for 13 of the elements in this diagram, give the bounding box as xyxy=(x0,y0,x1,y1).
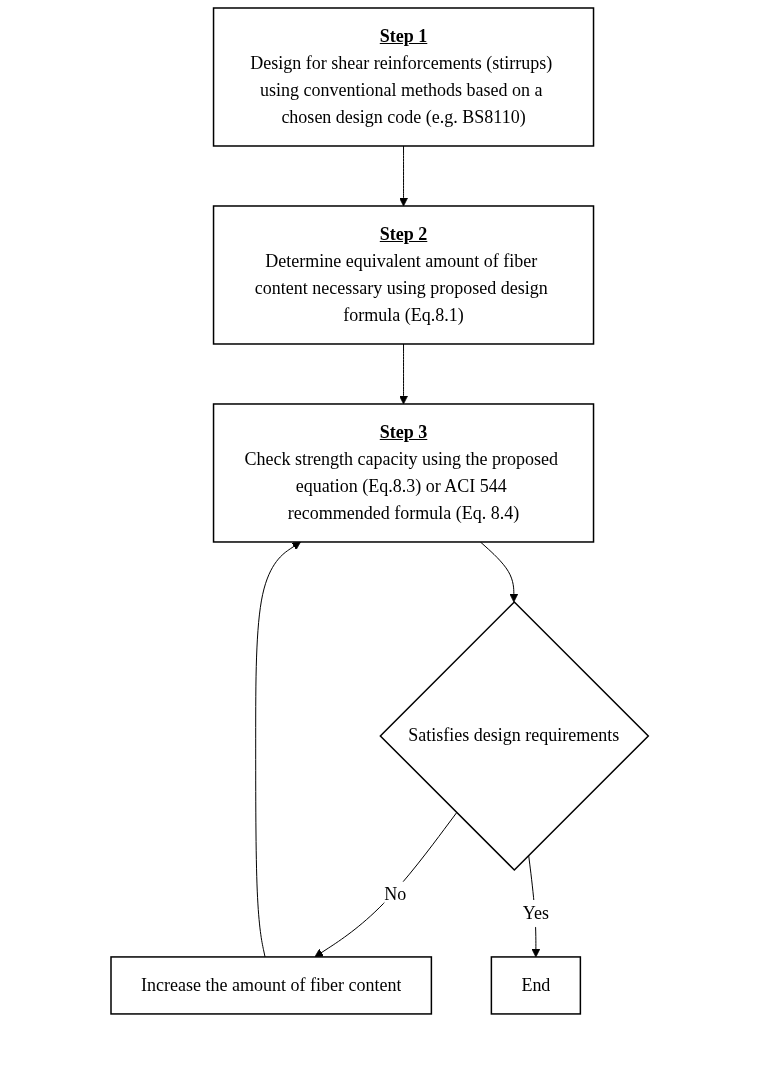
node-box: Increase the amount of fiber content xyxy=(110,956,433,1015)
arrow xyxy=(399,343,409,405)
arrow xyxy=(480,541,519,603)
edge-label: Yes xyxy=(523,902,550,923)
node-box: Step 3 Check strength capacity using the proposed equation (Eq.8.3) or ACI 544 recommended formula (Eq. 8.4) xyxy=(213,403,595,543)
arrow xyxy=(255,541,302,958)
node-diamond: Satisfies design requirements xyxy=(379,600,650,871)
node-box: End xyxy=(491,956,582,1015)
node-box: Step 1 Design for shear reinforcements (stirrups) using conventional methods based on a chosen design code (e.g. BS8110) xyxy=(213,7,595,147)
edge-label: No xyxy=(384,884,407,905)
node-box: Step 2 Determine equivalent amount of fiber content necessary using proposed design formula (Eq.8.1) xyxy=(213,205,595,345)
arrow xyxy=(399,145,409,207)
arrow xyxy=(314,812,458,958)
